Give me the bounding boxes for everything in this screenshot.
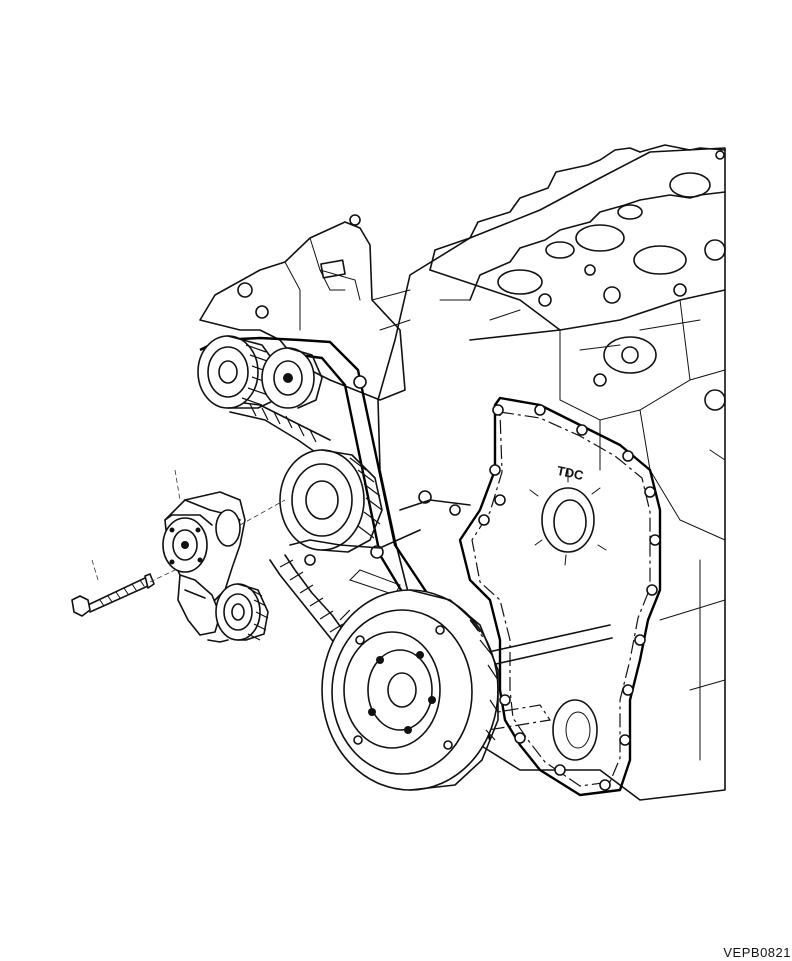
water-pump-pulley (279, 375, 506, 596)
timing-mark-label: TDC (556, 463, 586, 483)
assembly-leader-lines (91, 469, 286, 583)
tensioner-mounting-bolt (71, 573, 155, 617)
upper-idler-pulley (261, 347, 323, 409)
crankshaft-damper-pulley (321, 589, 499, 791)
belt-tensioner (162, 491, 269, 643)
cylinder-head (429, 144, 726, 411)
front-gear-cover (458, 396, 662, 797)
figure-code: VEPB0821 (723, 945, 792, 961)
alternator-pulley (197, 335, 281, 409)
